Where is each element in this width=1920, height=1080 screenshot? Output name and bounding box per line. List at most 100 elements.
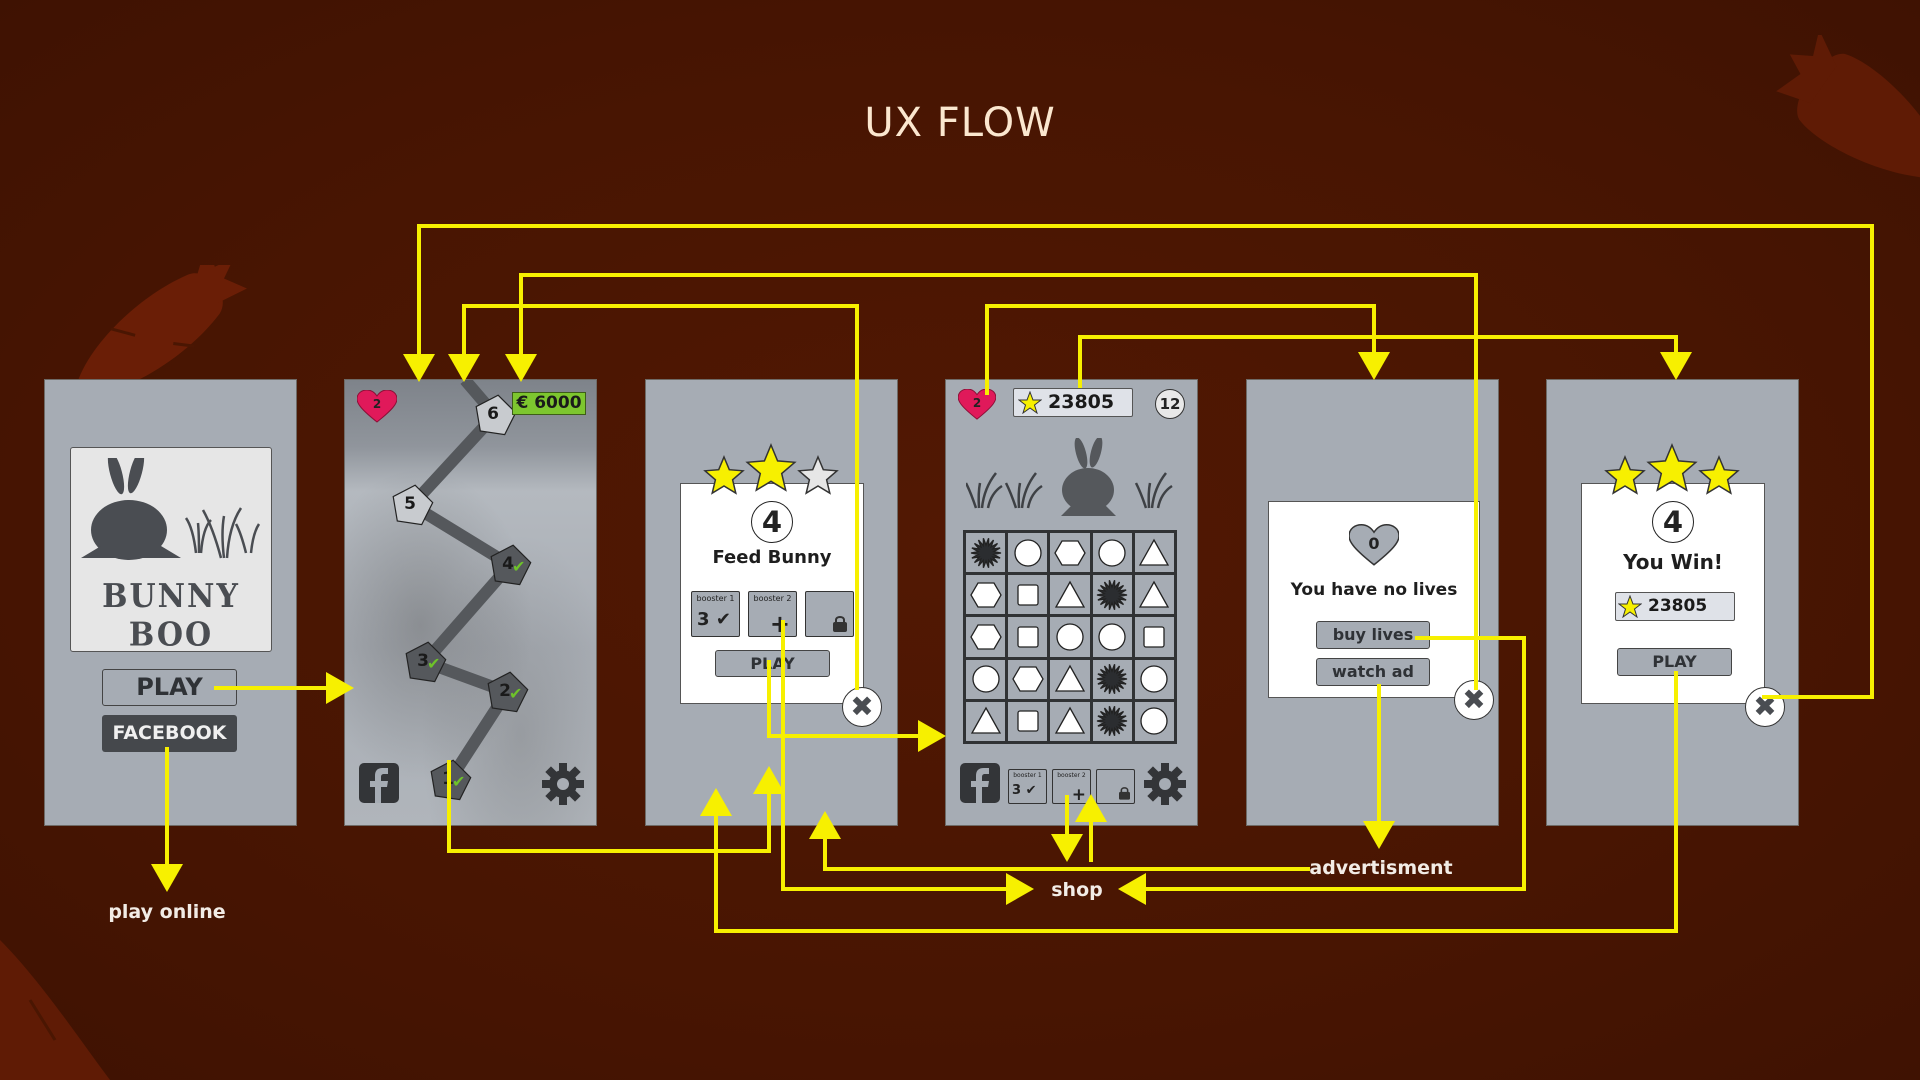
screen-start: BUNNY BOO PLAY FACEBOOK [45,380,296,825]
star-filled-icon [745,443,797,492]
board-cell[interactable] [1008,617,1048,657]
booster-count: 3 ✔ [1012,783,1037,798]
triangle-icon [1054,664,1086,692]
board-cell[interactable] [1050,575,1090,615]
starburst-icon [1097,579,1128,610]
triangle-icon [1139,580,1170,608]
advertisment-label: advertisment [1309,857,1453,879]
bunny-grass-illustration [966,438,1173,516]
board-cell[interactable] [1134,575,1174,615]
level-start-popup: 4 Feed Bunny booster 1 3 ✔ booster 2 + P… [680,483,864,704]
plus-icon: + [1071,785,1086,805]
level-node-2[interactable]: 2✔ [485,670,529,714]
booster-label: booster 1 [1013,772,1042,779]
play-button[interactable]: PLAY [102,669,237,706]
level-number: 5 [404,494,416,514]
board-cell[interactable] [1092,575,1132,615]
lives-count: 2 [372,397,382,411]
lives-count: 2 [972,396,982,410]
board-cell[interactable] [1092,701,1132,741]
circle-icon [1098,538,1126,567]
facebook-button[interactable]: FACEBOOK [102,715,237,752]
booster-1-button[interactable]: booster 1 3 ✔ [691,591,740,637]
level-node-3[interactable]: 3✔ [403,640,447,684]
facebook-icon[interactable] [960,763,1000,803]
screen-win: 4 You Win! 23805 PLAY ✖ [1547,380,1798,825]
win-popup: 4 You Win! 23805 PLAY [1581,483,1765,704]
level-number: 4 [751,501,793,543]
close-button[interactable]: ✖ [1745,687,1785,727]
board-cell[interactable] [1092,533,1132,573]
close-button[interactable]: ✖ [1454,680,1494,720]
board-cell[interactable] [966,533,1006,573]
score-display: 23805 [1615,592,1735,621]
booster-2-button[interactable]: booster 2 + [1052,769,1091,805]
carrot-decoration-top-right [1776,35,1920,179]
close-button[interactable]: ✖ [842,687,882,727]
money-badge: € 6000 [512,392,586,415]
board-cell[interactable] [1092,617,1132,657]
gear-icon[interactable] [542,763,584,805]
square-icon [1017,584,1039,606]
board-cell[interactable] [1134,617,1174,657]
board-cell[interactable] [1050,659,1090,699]
board-cell[interactable] [1050,701,1090,741]
check-icon: ✔ [512,557,526,576]
star-icon [1618,595,1642,618]
watch-ad-button[interactable]: watch ad [1316,658,1430,686]
hexagon-icon [1012,666,1044,692]
circle-icon [971,665,1000,693]
triangle-icon [970,707,1001,735]
level-node-4[interactable]: 4✔ [488,543,532,587]
starburst-icon [970,537,1001,568]
star-filled-icon [1604,455,1646,495]
game-board [963,530,1177,744]
buy-lives-button[interactable]: buy lives [1316,621,1430,649]
level-node-6[interactable]: 6 [473,393,517,437]
board-cell[interactable] [966,659,1006,699]
booster-3-locked[interactable] [805,591,854,637]
board-cell[interactable] [1092,659,1132,699]
board-cell[interactable] [1134,533,1174,573]
check-icon: ✔ [452,772,466,791]
square-icon [1017,710,1039,733]
level-node-1[interactable]: 1✔ [428,758,472,802]
booster-count: 3 ✔ [697,609,731,630]
booster-1-button[interactable]: booster 1 3 ✔ [1008,769,1047,804]
board-cell[interactable] [1134,659,1174,699]
moves-counter: 12 [1155,389,1185,419]
lock-icon [1119,787,1130,800]
star-filled-icon [1646,443,1698,492]
win-message: You Win! [1623,550,1723,574]
circle-icon [1056,623,1084,651]
play-button[interactable]: PLAY [715,650,830,677]
check-icon: ✔ [509,684,523,703]
play-button[interactable]: PLAY [1617,648,1732,676]
square-icon [1143,626,1166,648]
board-cell[interactable] [1008,575,1048,615]
booster-3-locked[interactable] [1096,769,1135,804]
gear-icon[interactable] [1144,763,1186,805]
board-cell[interactable] [966,701,1006,741]
board-cell[interactable] [1008,701,1048,741]
page-title: UX FLOW [864,100,1056,146]
board-cell[interactable] [1050,533,1090,573]
check-icon: ✔ [1025,783,1037,798]
booster-2-button[interactable]: booster 2 + [748,591,797,638]
triangle-icon [1139,538,1170,566]
level-number: 6 [487,404,499,424]
board-cell[interactable] [1134,701,1174,741]
booster-label: booster 1 [696,594,735,603]
screen-level-map: 1✔ 2✔ 3✔ 4✔ 5 6 2 € 6000 [345,380,596,825]
board-cell[interactable] [966,575,1006,615]
star-rating [686,440,856,500]
board-cell[interactable] [966,617,1006,657]
level-node-5[interactable]: 5 [390,483,434,527]
facebook-icon[interactable] [359,763,399,803]
board-cell[interactable] [1008,533,1048,573]
hexagon-icon [1054,539,1086,566]
board-cell[interactable] [1050,617,1090,657]
no-lives-message: You have no lives [1290,580,1458,600]
booster-label: booster 2 [1057,772,1086,779]
board-cell[interactable] [1008,659,1048,699]
